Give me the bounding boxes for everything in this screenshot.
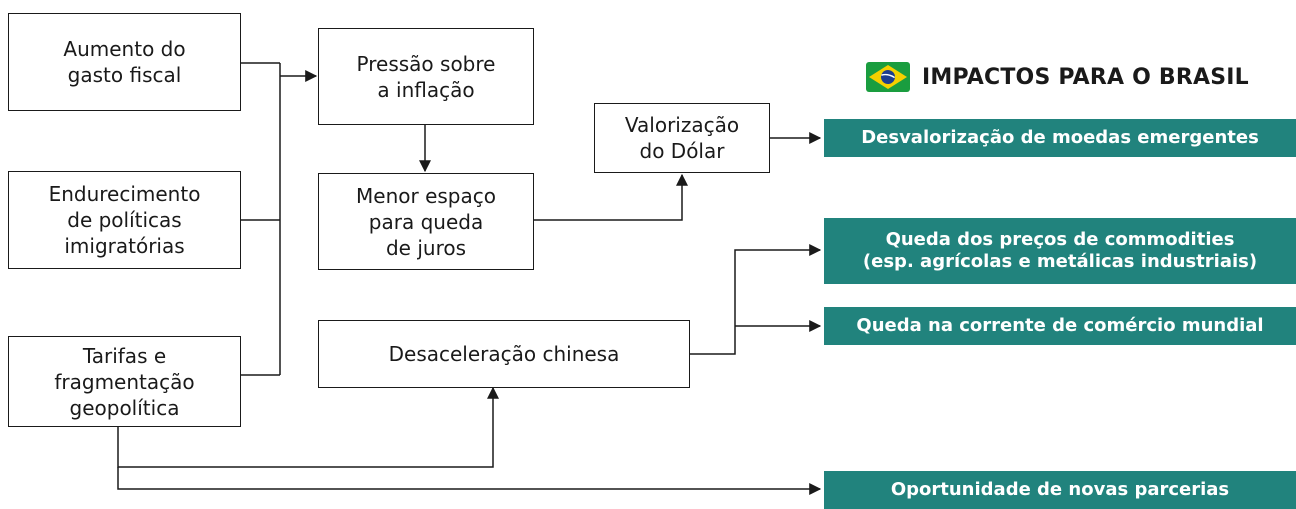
node-inflacao: Pressão sobre a inflação [318,28,534,125]
node-china: Desaceleração chinesa [318,320,690,388]
impact-moedas: Desvalorização de moedas emergentes [824,119,1296,157]
impact-comercio: Queda na corrente de comércio mundial [824,307,1296,345]
brazil-flag-icon [866,62,910,92]
arrow-tarifas-to-china [117,386,499,468]
impact-parcerias: Oportunidade de novas parcerias [824,471,1296,509]
line-china-branch [690,244,822,355]
arrow-tarifas-to-parcerias [117,467,822,495]
node-dolar: Valorização do Dólar [594,103,770,173]
impacts-title: IMPACTOS PARA O BRASIL [922,64,1249,90]
node-gasto-fiscal: Aumento do gasto fiscal [8,13,241,111]
arrow-juros-to-dolar [534,173,688,221]
node-imigracao: Endurecimento de políticas imigratórias [8,171,241,269]
impact-commodities: Queda dos preços de commodities (esp. ag… [824,218,1296,284]
node-juros: Menor espaço para queda de juros [318,173,534,270]
node-tarifas: Tarifas e fragmentação geopolítica [8,336,241,427]
impacts-header: IMPACTOS PARA O BRASIL [866,62,1249,92]
